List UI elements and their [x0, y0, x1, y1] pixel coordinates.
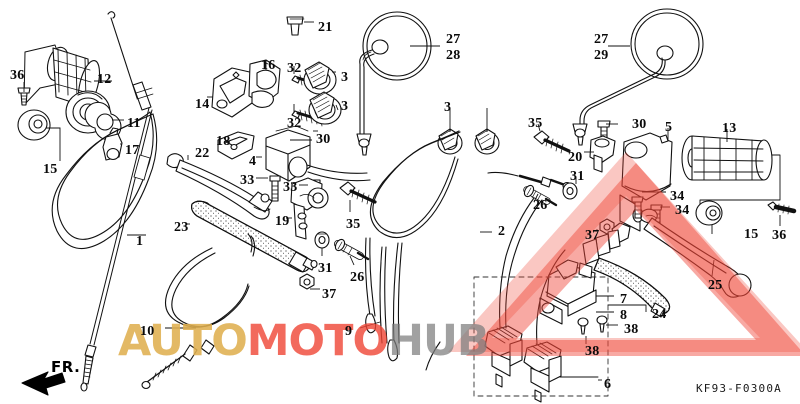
callout-number-35: 35	[528, 116, 543, 131]
callout-number-25: 25	[708, 278, 723, 293]
callout-number-36: 36	[10, 68, 25, 83]
part-number-code: KF93-F0300A	[695, 382, 782, 395]
callout-number-31: 31	[318, 261, 333, 276]
watermark-part-hub: HUB	[388, 316, 490, 366]
callout-number-32: 32	[287, 61, 302, 76]
callout-number-8: 8	[620, 308, 628, 323]
watermark-text: AUTOMOTOHUB	[118, 320, 490, 363]
callout-number-11: 11	[127, 116, 141, 131]
callout-number-26: 26	[533, 198, 548, 213]
callout-number-33: 33	[283, 180, 298, 195]
callout-number-15: 15	[43, 162, 58, 177]
callout-number-2: 2	[498, 224, 506, 239]
callout-number-35: 35	[346, 217, 361, 232]
callout-number-3: 3	[444, 100, 452, 115]
callout-number-38: 38	[585, 344, 600, 359]
callout-number-13: 13	[722, 121, 737, 136]
callout-number-30: 30	[632, 117, 647, 132]
callout-number-1: 1	[136, 234, 144, 249]
callout-number-23: 23	[174, 220, 189, 235]
callout-number-18: 18	[216, 134, 231, 149]
callout-number-19: 19	[275, 214, 290, 229]
callout-number-32: 32	[287, 116, 302, 131]
callout-number-21: 21	[318, 20, 333, 35]
callout-number-3: 3	[341, 70, 349, 85]
callout-number-15: 15	[744, 227, 759, 242]
callout-number-38: 38	[624, 322, 639, 337]
callout-number-6: 6	[604, 377, 612, 392]
callout-number-33: 33	[240, 173, 255, 188]
callout-number-10: 10	[140, 324, 155, 339]
watermark-part-moto: MOTO	[246, 316, 389, 366]
callout-number-7: 7	[620, 292, 628, 307]
callout-number-16: 16	[261, 58, 276, 73]
callout-number-26: 26	[350, 270, 365, 285]
callout-number-4: 4	[249, 154, 257, 169]
callout-number-27: 27	[594, 32, 609, 47]
callout-number-5: 5	[665, 120, 673, 135]
callout-number-37: 37	[585, 228, 600, 243]
callout-number-14: 14	[195, 97, 210, 112]
callout-number-37: 37	[322, 287, 337, 302]
watermark-part-auto: AUTO	[118, 316, 248, 366]
callout-number-20: 20	[568, 150, 583, 165]
callout-number-30: 30	[316, 132, 331, 147]
callout-number-27: 27	[446, 32, 461, 47]
callout-number-3: 3	[341, 99, 349, 114]
callout-number-28: 28	[446, 48, 461, 63]
callout-number-34: 34	[675, 203, 690, 218]
callout-number-17: 17	[125, 143, 140, 158]
callout-number-9: 9	[345, 324, 353, 339]
callout-number-22: 22	[195, 146, 210, 161]
callout-number-29: 29	[594, 48, 609, 63]
callout-number-34: 34	[670, 189, 685, 204]
callout-number-12: 12	[97, 72, 112, 87]
callout-number-31: 31	[570, 169, 585, 184]
callout-number-36: 36	[772, 228, 787, 243]
callout-number-24: 24	[652, 307, 667, 322]
front-direction-label: FR.	[51, 358, 81, 376]
